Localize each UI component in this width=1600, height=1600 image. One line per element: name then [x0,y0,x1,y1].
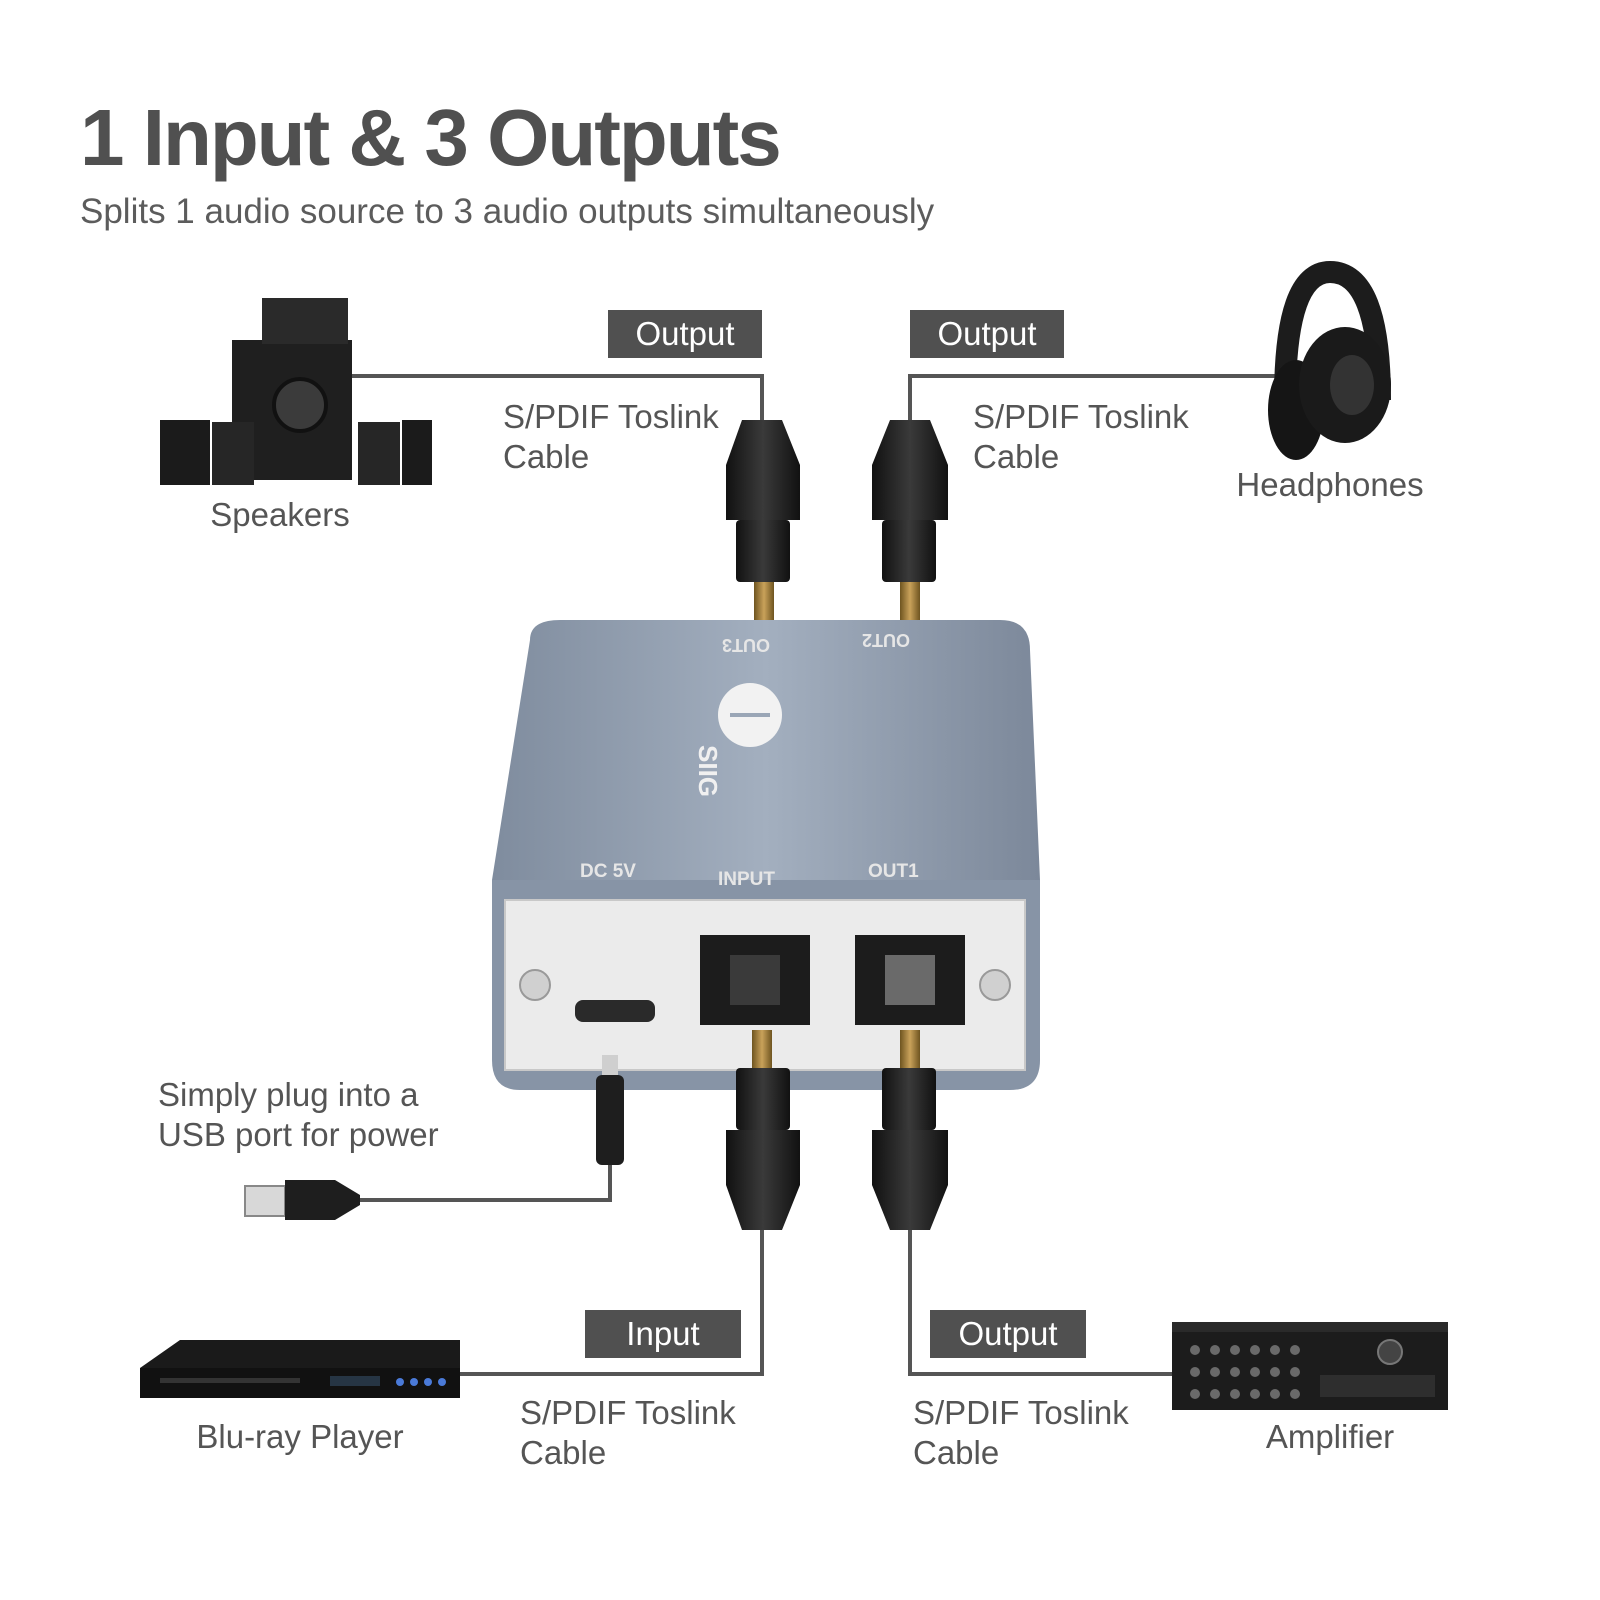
caption-speakers: Speakers [210,496,350,533]
line-speakers [345,374,764,420]
tag-input-bottom: Input [585,1310,741,1358]
optical-plug-out2 [872,420,948,620]
optical-plug-input [726,1030,800,1230]
bluray-player-icon [140,1340,460,1398]
amplifier-icon [1172,1322,1448,1410]
cable-label-bottom-left: S/PDIF Toslink Cable [520,1394,736,1471]
caption-bluray: Blu-ray Player [196,1418,404,1455]
line-amplifier [908,1230,1190,1376]
line-usb [360,1160,612,1202]
speakers-icon [160,298,432,485]
cable-label-bottom-right: S/PDIF Toslink Cable [913,1394,1129,1471]
port-label-input: INPUT [718,869,775,890]
caption-amplifier: Amplifier [1265,1418,1395,1455]
line-headphones [908,374,1290,420]
headphones-icon [1268,260,1391,460]
page-subtitle: Splits 1 audio source to 3 audio outputs… [80,192,935,231]
connection-lines [345,374,1290,1376]
cable-label-top-right: S/PDIF Toslink Cable [973,398,1189,475]
optical-plug-out1 [872,1030,948,1230]
tag-output-top-left: Output [608,310,762,358]
usb-cable [244,1055,624,1220]
optical-plug-out3 [726,420,800,620]
usb-power-note: Simply plug into a USB port for power [158,1076,439,1153]
tag-output-bottom: Output [930,1310,1086,1358]
line-bluray [455,1230,764,1376]
splitter-device [492,620,1040,1090]
page-title: 1 Input & 3 Outputs [80,93,782,182]
port-label-out3: OUT3 [722,635,771,655]
brand-logo: SIIG [693,745,723,798]
cable-label-top-left: S/PDIF Toslink Cable [503,398,719,475]
tag-output-top-right: Output [910,310,1064,358]
port-label-dc: DC 5V [580,861,636,882]
caption-headphones: Headphones [1236,466,1424,503]
port-label-out2: OUT2 [862,630,911,650]
port-label-out1: OUT1 [868,861,919,882]
